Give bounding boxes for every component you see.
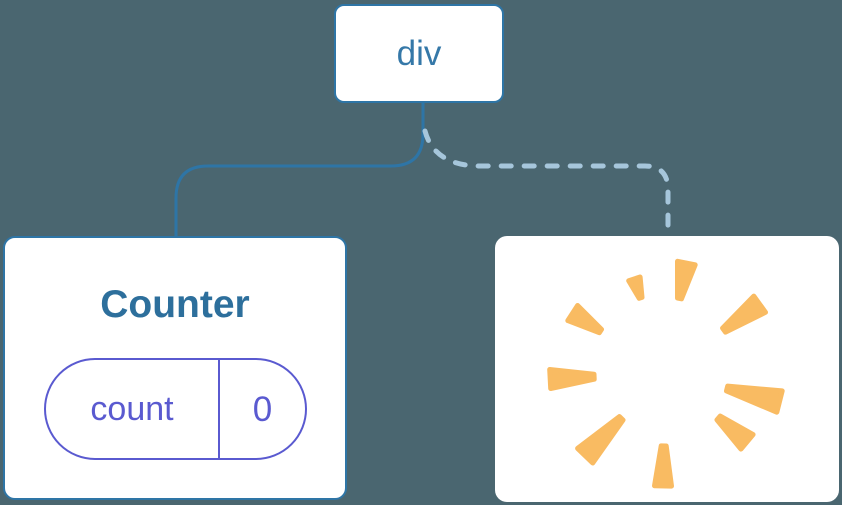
poof-ray — [575, 414, 626, 466]
div-node-label: div — [396, 34, 442, 73]
tree-node-removed — [495, 236, 839, 502]
poof-ray — [652, 443, 674, 489]
counter-title: Counter — [100, 283, 250, 326]
state-pill: count 0 — [44, 358, 307, 460]
poof-ray — [626, 274, 645, 301]
state-pill-name: count — [46, 360, 220, 458]
poof-ray — [714, 413, 756, 452]
tree-node-counter: Counter count 0 — [3, 236, 347, 500]
edge-div-to-removed — [422, 128, 671, 240]
edge-div-to-counter — [174, 103, 425, 237]
poof-ray — [565, 303, 604, 336]
tree-node-div: div — [334, 4, 504, 103]
poof-ray — [724, 383, 785, 415]
poof-ray — [547, 367, 597, 391]
poof-starburst-icon — [547, 258, 785, 489]
poof-ray — [675, 258, 698, 302]
state-pill-value: 0 — [252, 389, 273, 429]
poof-ray — [720, 293, 768, 335]
